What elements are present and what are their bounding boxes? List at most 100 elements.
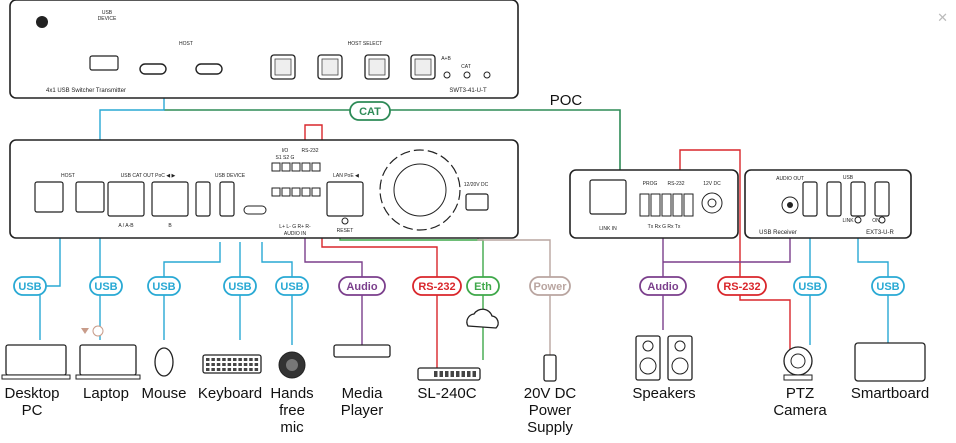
kramer-logo-icon: [36, 16, 48, 28]
connection-pill-10-label: RS-232: [723, 281, 760, 293]
connection-pill-5-label: Audio: [346, 281, 377, 293]
keyboard-key: [249, 363, 253, 366]
dc-power-port: [465, 193, 489, 211]
audio-pins-label: L+ L- G R+ R-: [279, 224, 311, 230]
usb-receiver-port-4: [874, 181, 890, 217]
poc-terminal-2: [661, 193, 672, 217]
speaker-tweeter-0: [642, 340, 654, 352]
connection-pill-2-label: USB: [152, 281, 175, 293]
connection-pill-9: [639, 276, 687, 296]
connection-pill-0-label: USB: [18, 281, 41, 293]
sl240c-button: [434, 371, 438, 377]
sl240c-button: [439, 371, 443, 377]
usb-receiver-usb-label: USB: [843, 175, 854, 181]
poc-terminal-4: [683, 193, 694, 217]
keyboard-key: [233, 358, 237, 361]
keyboard-key: [243, 358, 248, 361]
host-port-1: [139, 63, 167, 75]
terminal-bottom-2: [291, 187, 301, 197]
connection-pill-11-label: USB: [798, 281, 821, 293]
rj45-b-label: B: [168, 223, 172, 229]
connection-pill-12: [871, 276, 905, 296]
connection-pill-7: [466, 276, 500, 296]
usb-receiver-port-3: [850, 181, 866, 217]
connection-pill-8-label: Power: [533, 281, 567, 293]
rj45-port-b: [151, 181, 189, 217]
keyboard-key: [206, 363, 210, 366]
power-delivery-icon: [92, 325, 104, 337]
connection-pill-2: [147, 276, 181, 296]
sl240c-button: [467, 371, 471, 377]
keyboard-key: [233, 368, 237, 371]
device-label-keyboard: Keyboard: [198, 385, 262, 402]
desktop-base: [1, 374, 71, 380]
sl240c-button: [445, 371, 449, 377]
rear-usb-device-port-3: [219, 181, 235, 217]
speaker-woofer-0: [639, 357, 657, 375]
rear-host-port-4: [75, 181, 105, 213]
terminal-top-0: [271, 162, 281, 172]
rear-usb-c-port-4: [243, 205, 267, 215]
cat-cable: [164, 109, 621, 178]
keyboard-key: [222, 368, 226, 371]
usb-cable-mic: [261, 242, 293, 345]
keyboard-key: [238, 358, 242, 361]
speaker-woofer-1: [671, 357, 689, 375]
terminal-top-4: [311, 162, 321, 172]
reset-label: RESET: [337, 228, 354, 234]
lan-poe-port: [326, 181, 364, 217]
arrow-down-icon: [81, 328, 89, 334]
poc-rs232-label: RS-232: [668, 181, 685, 187]
close-icon[interactable]: ✕: [937, 10, 948, 25]
terminal-bottom-1: [281, 187, 291, 197]
power-supply-icon: [543, 354, 557, 382]
audio-out-jack-center: [787, 202, 793, 208]
led-0: [443, 71, 451, 79]
connection-pill-8: [529, 276, 571, 296]
rs232-cable-ptz: [679, 149, 791, 350]
poc-pins-label: Tx Rx G Rx Tx: [648, 224, 681, 230]
connection-pill-4: [275, 276, 309, 296]
rj45-port-a: [107, 181, 145, 217]
connection-pill-6-label: RS-232: [418, 281, 455, 293]
connection-pill-1: [89, 276, 123, 296]
poc-link-in-label: LINK IN: [599, 226, 617, 232]
usb-receiver-model-id: EXT3-U-R: [866, 230, 894, 236]
rs232-loop: [304, 124, 323, 140]
cat-badge-label: CAT: [359, 106, 381, 118]
keyboard-key: [238, 363, 242, 366]
connection-pill-12-label: USB: [876, 281, 899, 293]
usb-device-port-1: [89, 55, 119, 71]
device-label-smartboard: Smartboard: [851, 385, 929, 402]
keyboard-key: [227, 368, 232, 371]
link-led: [854, 216, 862, 224]
keyboard-key: [243, 363, 248, 366]
dc-label: 12/20V DC: [464, 182, 489, 188]
front-host-label: HOST: [179, 41, 193, 47]
terminal-bottom-0: [271, 187, 281, 197]
keyboard-key: [222, 363, 226, 366]
host-port-2: [195, 63, 223, 75]
connection-pill-7-label: Eth: [474, 281, 492, 293]
reset-button[interactable]: [341, 217, 349, 225]
led-1: [463, 71, 471, 79]
keyboard-key: [227, 358, 232, 361]
poc-dc-jack-inner: [707, 198, 717, 208]
sl240c-button: [456, 371, 460, 377]
terminal-top-3: [301, 162, 311, 172]
device-label-sl240c: SL-240C: [417, 385, 476, 402]
transmitter-model-id: SWT3-41-U-T: [449, 88, 487, 94]
usb-receiver-port-2: [826, 181, 842, 217]
keyboard-key: [206, 368, 210, 371]
rear-host-label: HOST: [61, 173, 75, 179]
keyboard-key: [249, 368, 253, 371]
connection-pill-3-label: USB: [228, 281, 251, 293]
usb-cat-out-label: USB CAT OUT PoC ◀ ▶: [121, 173, 176, 179]
usb-receiver-port-1: [802, 181, 818, 217]
led-header-label: A+B: [441, 56, 451, 62]
laptop-icon: [79, 344, 137, 376]
mouse-icon: [154, 347, 174, 377]
